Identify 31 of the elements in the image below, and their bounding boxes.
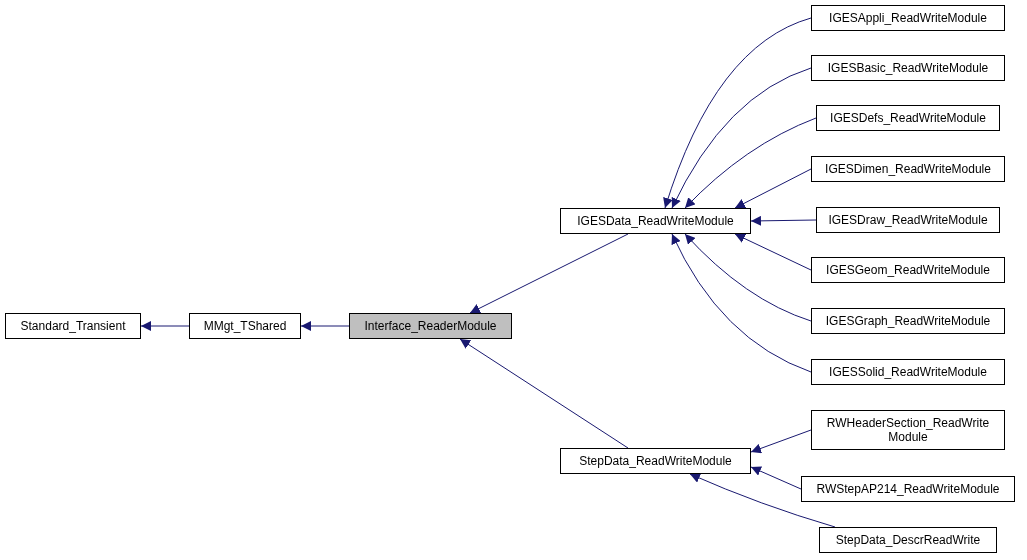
- class-box: IGESGeom_ReadWriteModule: [811, 257, 1005, 283]
- inheritance-arrow: [469, 233, 629, 314]
- inheritance-arrow: [750, 466, 802, 490]
- inheritance-arrow: [140, 321, 190, 331]
- inheritance-arrow: [750, 429, 812, 454]
- inheritance-arrow: [671, 67, 812, 209]
- inheritance-arrow: [300, 321, 350, 331]
- class-box: IGESBasic_ReadWriteModule: [811, 55, 1005, 81]
- inheritance-arrow: [750, 215, 817, 226]
- class-box: IGESAppli_ReadWriteModule: [811, 5, 1005, 31]
- class-box: IGESGraph_ReadWriteModule: [811, 308, 1005, 334]
- class-box: Standard_Transient: [5, 313, 141, 339]
- class-box: IGESDefs_ReadWriteModule: [816, 105, 1000, 131]
- class-box: MMgt_TShared: [189, 313, 301, 339]
- inheritance-arrow: [734, 233, 812, 271]
- inheritance-arrow: [689, 473, 836, 528]
- class-box: IGESSolid_ReadWriteModule: [811, 359, 1005, 385]
- inheritance-arrow: [684, 117, 817, 209]
- class-box: RWHeaderSection_ReadWrite Module: [811, 410, 1005, 450]
- inheritance-arrow: [663, 17, 812, 209]
- class-box: StepData_DescrReadWrite: [819, 527, 997, 553]
- class-box: IGESData_ReadWriteModule: [560, 208, 751, 234]
- inheritance-arrow: [671, 233, 812, 373]
- class-box: IGESDraw_ReadWriteModule: [816, 207, 1000, 233]
- class-box: RWStepAP214_ReadWriteModule: [801, 476, 1015, 502]
- class-box: StepData_ReadWriteModule: [560, 448, 751, 474]
- inheritance-arrow: [684, 233, 812, 322]
- class-box: Interface_ReaderModule: [349, 313, 512, 339]
- class-box: IGESDimen_ReadWriteModule: [811, 156, 1005, 182]
- inheritance-arrow: [734, 168, 812, 209]
- inheritance-arrow: [459, 338, 629, 449]
